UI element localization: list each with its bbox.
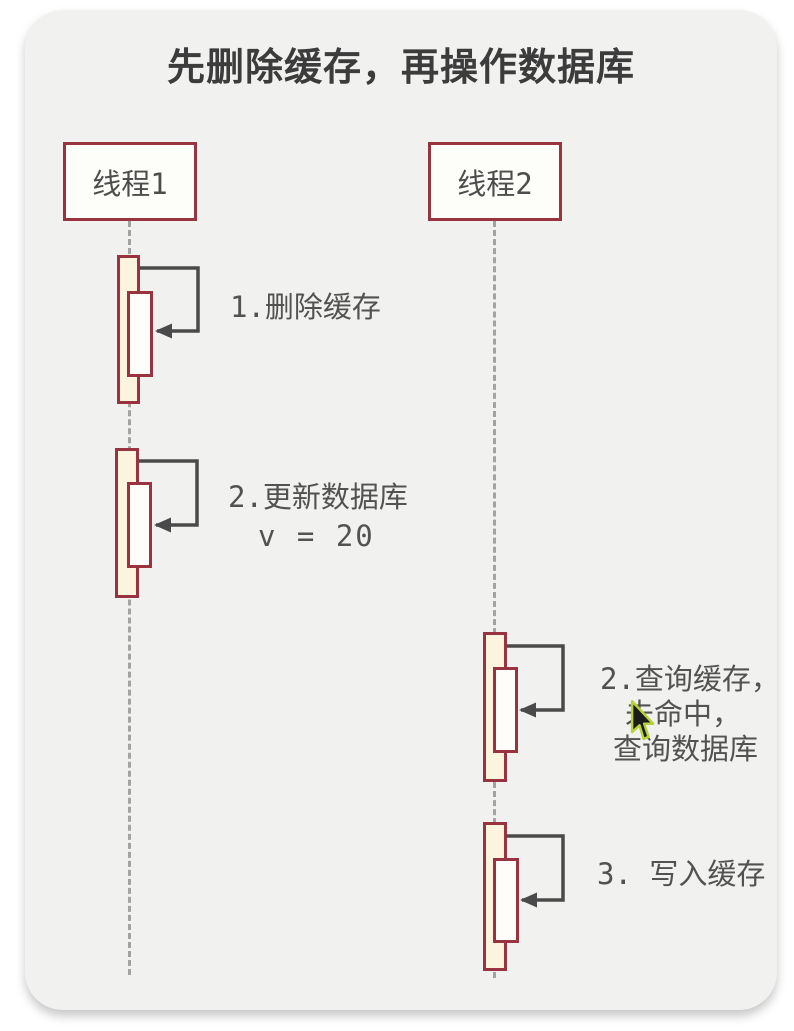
- thread2-label: 线程2: [457, 166, 533, 201]
- thread1-lifeline: [128, 221, 131, 975]
- mouse-cursor-icon: [630, 700, 655, 741]
- activation-bar-inner: [127, 291, 153, 377]
- activation-bar-inner: [127, 482, 152, 568]
- activation-bar-inner: [493, 667, 518, 753]
- message-label-delete-cache: 1.删除缓存: [230, 290, 381, 324]
- thread2-box: 线程2: [428, 142, 562, 221]
- message-label-update-db: 2.更新数据库 v = 20: [228, 480, 408, 553]
- message-label-write-cache: 3. 写入缓存: [597, 857, 766, 891]
- activation-bar-inner: [493, 858, 519, 943]
- thread2-lifeline: [493, 221, 496, 978]
- message-label-query-cache: 2.查询缓存， 未命中， 查询数据库: [600, 662, 780, 766]
- page-title: 先删除缓存，再操作数据库: [166, 45, 635, 89]
- thread1-label: 线程1: [92, 166, 168, 201]
- thread1-box: 线程1: [63, 142, 197, 221]
